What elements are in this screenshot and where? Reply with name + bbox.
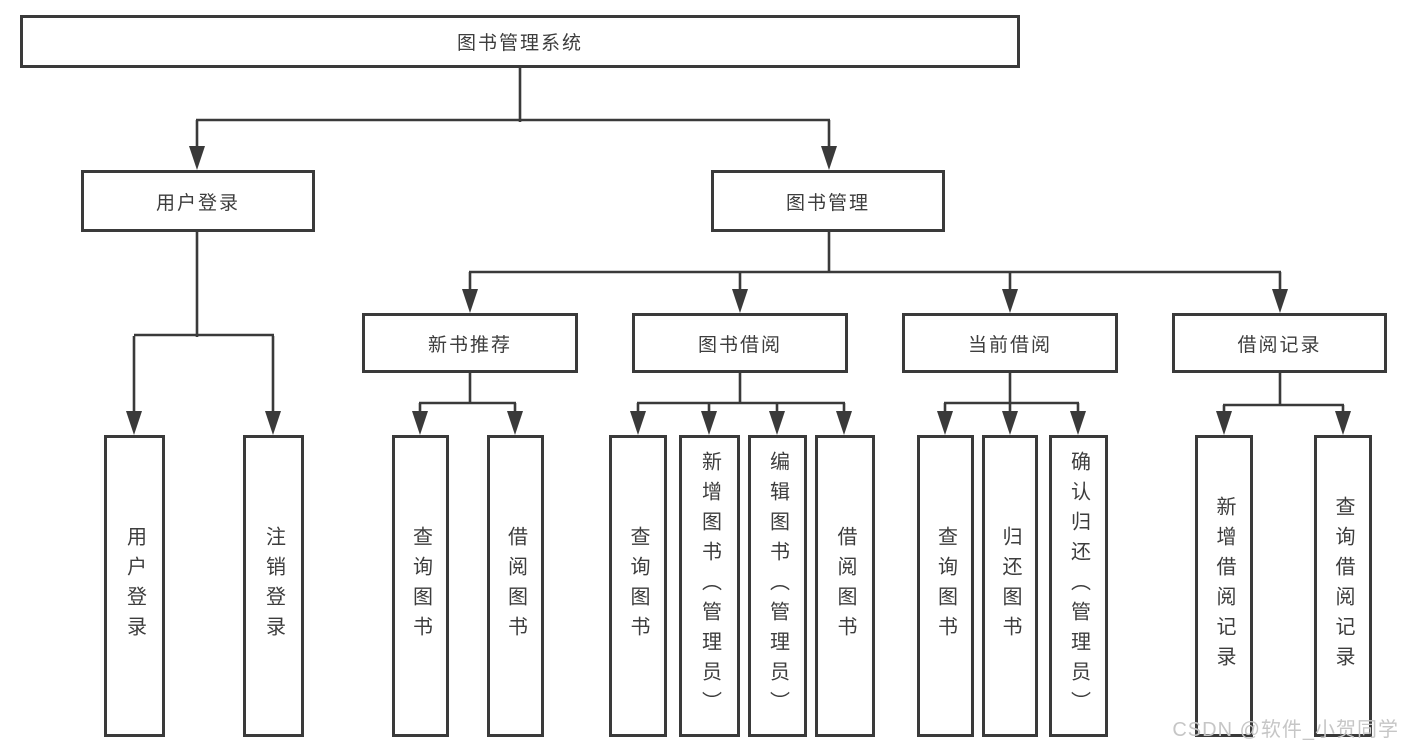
leaf-query-borrow-record: 查询借阅记录 <box>1314 435 1372 737</box>
leaf-label: 编辑图书（管理员） <box>766 451 789 721</box>
leaf-label: 用户登录 <box>123 526 146 646</box>
node-new-book-recommendation: 新书推荐 <box>362 313 578 373</box>
leaf-label: 借阅图书 <box>504 526 527 646</box>
node-book-management: 图书管理 <box>711 170 945 232</box>
leaf-query-books-recommend: 查询图书 <box>392 435 449 737</box>
leaf-query-books-borrow: 查询图书 <box>609 435 667 737</box>
leaf-add-borrow-record: 新增借阅记录 <box>1195 435 1253 737</box>
leaf-label: 新增借阅记录 <box>1213 496 1235 676</box>
leaf-return-books: 归还图书 <box>982 435 1038 737</box>
leaf-borrow-books-recommend: 借阅图书 <box>487 435 544 737</box>
leaf-borrow-books: 借阅图书 <box>815 435 875 737</box>
leaf-label: 新增图书（管理员） <box>698 451 721 721</box>
node-library-management-system: 图书管理系统 <box>20 15 1020 68</box>
node-label: 用户登录 <box>155 192 240 214</box>
node-label: 图书借阅 <box>697 334 782 356</box>
leaf-label: 查询图书 <box>934 526 957 646</box>
leaf-logout: 注销登录 <box>243 435 304 737</box>
node-borrowing-records: 借阅记录 <box>1172 313 1387 373</box>
leaf-edit-books-admin: 编辑图书（管理员） <box>748 435 807 737</box>
leaf-label: 确认归还（管理员） <box>1067 451 1090 721</box>
node-label: 图书管理系统 <box>456 33 583 54</box>
node-book-borrowing: 图书借阅 <box>632 313 848 373</box>
leaf-user-login: 用户登录 <box>104 435 165 737</box>
leaf-label: 查询图书 <box>627 526 649 646</box>
leaf-label: 查询借阅记录 <box>1332 496 1354 676</box>
leaf-label: 查询图书 <box>409 526 432 646</box>
node-user-login: 用户登录 <box>81 170 315 232</box>
node-label: 当前借阅 <box>967 334 1052 356</box>
arrowheads <box>126 146 1351 435</box>
node-label: 借阅记录 <box>1237 334 1322 356</box>
leaf-add-books-admin: 新增图书（管理员） <box>679 435 740 737</box>
leaf-label: 注销登录 <box>262 526 285 646</box>
csdn-watermark: CSDN @软件_小贺同学 <box>1172 719 1399 741</box>
leaf-label: 借阅图书 <box>834 526 856 646</box>
node-label: 图书管理 <box>785 192 870 214</box>
node-label: 新书推荐 <box>427 334 512 356</box>
leaf-confirm-return-admin: 确认归还（管理员） <box>1049 435 1108 737</box>
node-current-borrowing: 当前借阅 <box>902 313 1118 373</box>
tree-connector-lines <box>132 68 1345 414</box>
leaf-label: 归还图书 <box>999 526 1021 646</box>
leaf-query-books-current: 查询图书 <box>917 435 974 737</box>
